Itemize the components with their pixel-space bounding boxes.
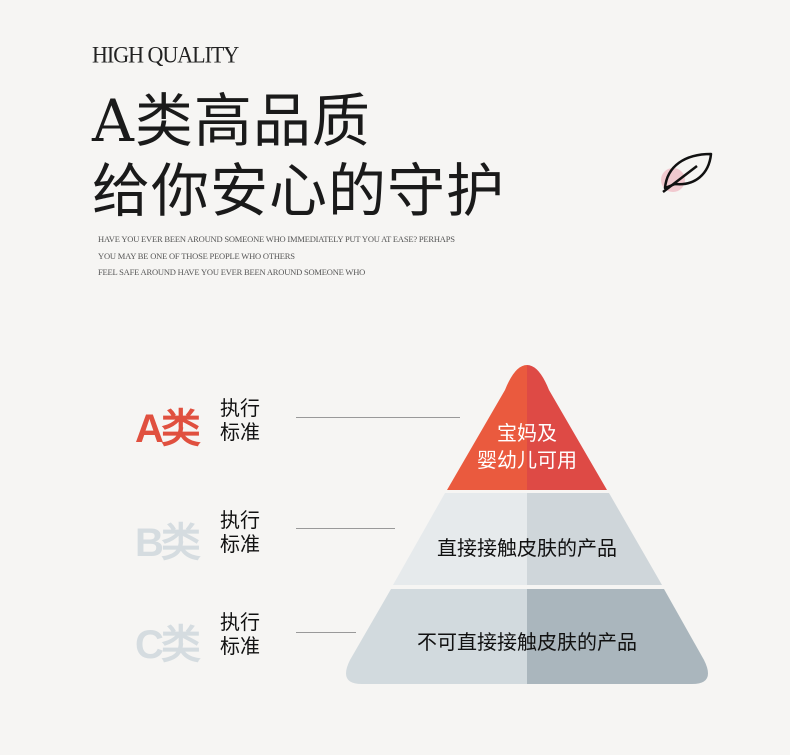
tier-a-line: 婴幼儿可用	[477, 448, 577, 472]
standard-line: 标准	[220, 420, 260, 444]
tier-c-description: 不可直接接触皮肤的产品	[417, 630, 637, 654]
subtitle-line: YOU MAY BE ONE OF THOSE PEOPLE WHO OTHER…	[98, 251, 295, 261]
standard-label-a: 执行标准	[220, 396, 268, 444]
standard-line: 标准	[220, 532, 260, 556]
leaf-icon	[661, 152, 713, 193]
standard-label-b: 执行标准	[220, 508, 268, 556]
standard-line: 执行	[220, 508, 260, 532]
connector-line-b	[296, 528, 395, 529]
pyramid-tier-a	[447, 365, 607, 490]
standard-line: 执行	[220, 396, 260, 420]
subtitle-line: FEEL SAFE AROUND HAVE YOU EVER BEEN AROU…	[98, 267, 366, 277]
class-c-label: C类	[135, 623, 201, 667]
tier-a-line: 宝妈及	[497, 421, 557, 445]
standard-label-c: 执行标准	[220, 610, 268, 658]
class-b-label: B类	[135, 521, 201, 565]
tier-a-description: 宝妈及婴幼儿可用	[377, 420, 677, 474]
eyebrow-text: HIGH QUALITY	[92, 41, 239, 68]
headline-line-1: A类高品质	[92, 87, 371, 155]
tier-b-description: 直接接触皮肤的产品	[437, 536, 617, 560]
headline-line-2: 给你安心的守护	[92, 157, 506, 225]
connector-line-a	[296, 417, 460, 418]
connector-line-c	[296, 632, 356, 633]
pyramid-tier-b	[393, 493, 662, 585]
pyramid-tier-c	[346, 589, 708, 684]
class-a-label: A类	[135, 407, 201, 451]
subtitle-line: HAVE YOU EVER BEEN AROUND SOMEONE WHO IM…	[98, 234, 455, 244]
standard-line: 标准	[220, 634, 260, 658]
standard-line: 执行	[220, 610, 260, 634]
